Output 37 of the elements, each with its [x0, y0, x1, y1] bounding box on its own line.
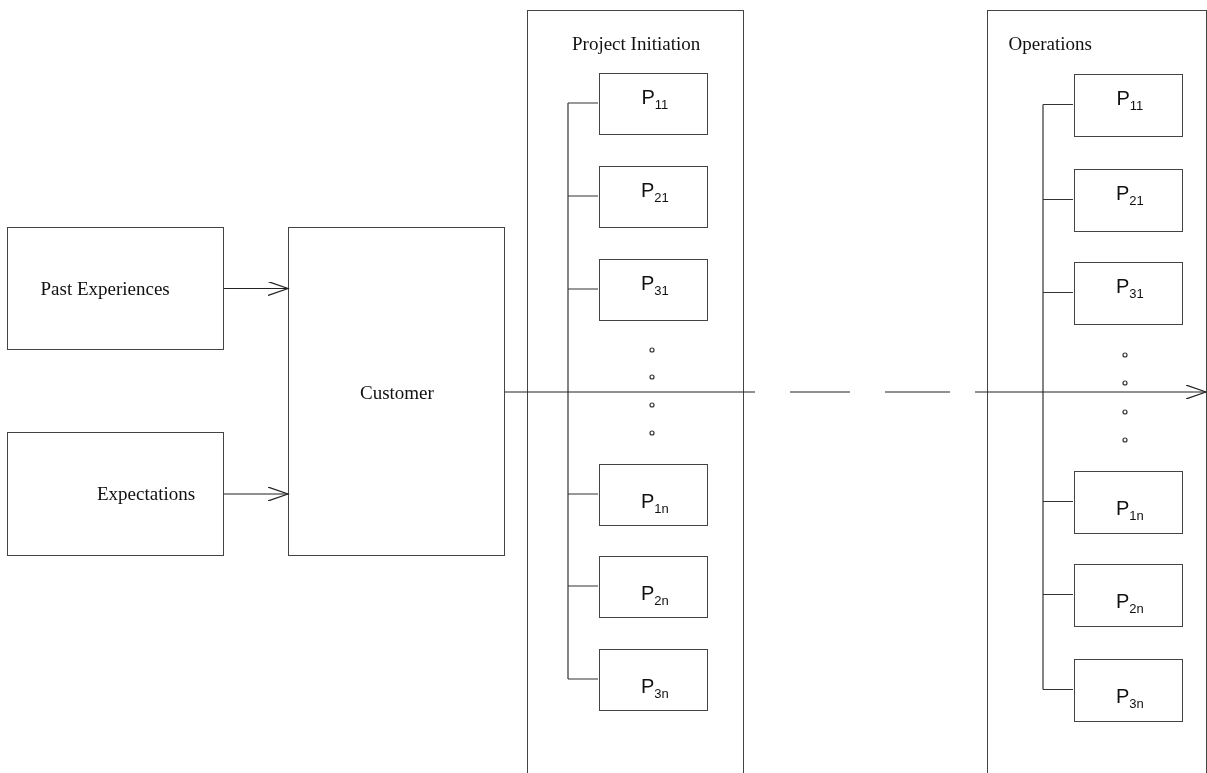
process-box [1074, 564, 1183, 627]
process-box [599, 73, 708, 135]
process-box [1074, 74, 1183, 137]
arrow [223, 280, 289, 297]
box-label: P$_{31}$ [1116, 275, 1144, 301]
box-label: P$_{1n}$ [641, 490, 669, 516]
panel-title: Operations [1008, 33, 1092, 55]
box-label: Past Experiences [40, 278, 170, 300]
stage-panel [987, 10, 1207, 773]
process-box [599, 649, 708, 711]
box-label: Customer [360, 382, 434, 404]
process-box [1074, 471, 1183, 534]
process-box [1074, 659, 1183, 722]
process-box [599, 556, 708, 618]
box-label: P$_{3n}$ [641, 675, 669, 701]
box-label: P$_{31}$ [641, 272, 669, 298]
process-box [599, 464, 708, 526]
box-label: P$_{2n}$ [1116, 590, 1144, 616]
stage-panel [527, 10, 744, 773]
box-label: P$_{21}$ [1116, 182, 1144, 208]
box-label: P$_{11}$ [1116, 87, 1144, 113]
box-label: P$_{3n}$ [1116, 685, 1144, 711]
box-label: P$_{21}$ [641, 179, 669, 205]
box-label: P$_{2n}$ [641, 582, 669, 608]
process-box [599, 259, 708, 321]
process-box [1074, 262, 1183, 325]
process-box [288, 227, 505, 556]
arrow [504, 384, 1207, 400]
process-box [599, 166, 708, 228]
process-box [7, 227, 224, 350]
box-label: P$_{1n}$ [1116, 497, 1144, 523]
box-label: P$_{11}$ [641, 86, 669, 112]
process-box [1074, 169, 1183, 232]
arrow [223, 486, 289, 502]
panel-title: Project Initiation [572, 33, 701, 55]
box-label: Expectations [97, 483, 196, 505]
process-box [7, 432, 224, 556]
